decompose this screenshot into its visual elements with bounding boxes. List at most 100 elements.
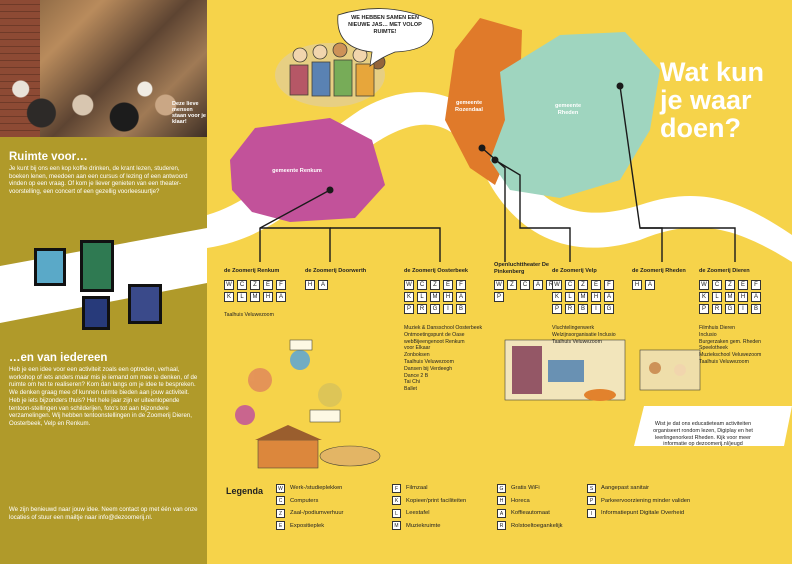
location-extra-item: Taalhuis Veluwezoom — [404, 358, 454, 365]
facility-icon: F — [604, 280, 614, 290]
region-label-rheden: gemeente Rheden — [554, 103, 582, 116]
facility-icon: I — [443, 304, 453, 314]
location-extra-item: Inclusio — [699, 331, 717, 338]
location-name: de Zoomerij Renkum — [224, 268, 280, 274]
facility-icon: B — [456, 304, 466, 314]
location-extra-item: Taalhuis Veluwezoom — [224, 312, 274, 318]
frame-1 — [34, 248, 66, 286]
location-extra-item: Welzijnsorganisatie Inclusio — [552, 331, 616, 338]
facility-icon: W — [224, 280, 234, 290]
ruimte-title: Ruimte voor… — [9, 151, 88, 163]
facility-icon: P — [699, 304, 709, 314]
facility-icon: L — [237, 292, 247, 302]
team-photo — [0, 0, 207, 137]
facility-icon: B — [578, 304, 588, 314]
people-group — [0, 57, 207, 137]
legend-label: Aangepast sanitair — [601, 485, 650, 492]
headline: Wat kun je waar doen? — [660, 57, 764, 143]
facility-icon: A — [533, 280, 543, 290]
legend-label: Zaal-/podiumverhuur — [290, 510, 344, 517]
iedereen-title: …en van iedereen — [9, 352, 108, 364]
facility-icon: A — [751, 292, 761, 302]
facility-icon: H — [738, 292, 748, 302]
edu-text: Wist je dat ons educatieteam activiteite… — [653, 421, 753, 448]
facility-icon: G — [725, 304, 735, 314]
facility-icon: Z — [578, 280, 588, 290]
facility-icon: C — [712, 280, 722, 290]
facility-icon: A — [456, 292, 466, 302]
people-illustration — [235, 339, 342, 425]
contact-text: We zijn benieuwd naar jouw idee. Neem co… — [9, 506, 198, 521]
facility-icon: F — [751, 280, 761, 290]
speech-bubble-text: WE HEBBEN SAMEN EEN NIEUWE JAS… MET VOLO… — [348, 15, 422, 35]
legend-label: Gratis WiFi — [511, 485, 540, 492]
left-sidebar: Deze lieve mensen staan voor je klaar! R… — [0, 0, 207, 564]
location-extra-item: Burgerzaken gem. Rheden — [699, 338, 761, 345]
location-extra-item: Muziekschool Veluwezoom — [699, 352, 762, 359]
facility-icon: L — [712, 292, 722, 302]
location-extra-item: Taalhuis Veluwezoom — [552, 338, 602, 345]
facility-icon: C — [520, 280, 530, 290]
facility-icon: C — [565, 280, 575, 290]
location-extra-item: Speelotheek — [699, 345, 728, 352]
facility-icon: C — [237, 280, 247, 290]
legend-icon: W — [276, 483, 285, 493]
edu-box-shape — [634, 406, 792, 446]
legend-label: Kopieer/print faciliteiten — [406, 497, 467, 504]
legend-icon: P — [587, 496, 596, 506]
facility-icon: R — [565, 304, 575, 314]
facility-icon: P — [494, 292, 504, 302]
region-renkum — [230, 118, 385, 222]
legend-item: P Parkeervoorziening minder validen — [587, 495, 690, 508]
location-extra-item: Ontmoetingspunt de Oase — [404, 331, 465, 338]
facility-icon: A — [276, 292, 286, 302]
facility-icon: K — [699, 292, 709, 302]
iedereen-text: Heb je een idee voor een activiteit zoal… — [9, 366, 198, 427]
location-extra-item: voor Elkaar — [404, 345, 431, 352]
legend-label: Koffieautomaat — [511, 510, 550, 517]
legend-icon: F — [392, 483, 401, 493]
location-name: de Zoomerij Rheden — [632, 268, 686, 274]
location-extra-item: Taalhuis Veluwezoom — [699, 358, 749, 365]
facility-icon: W — [552, 280, 562, 290]
location-extra-item: Ballet — [404, 386, 417, 393]
region-label-rozendaal: gemeente Rozendaal — [455, 100, 483, 113]
crowd-illustration — [275, 42, 386, 107]
facility-icon: G — [604, 304, 614, 314]
facility-icon: Z — [430, 280, 440, 290]
legend-label: Horeca — [511, 497, 530, 504]
facility-icon: G — [430, 304, 440, 314]
location-name: de Zoomerij Oosterbeek — [404, 268, 469, 274]
location-extra-item: Dance 2 B — [404, 372, 429, 379]
location-extra-item: webBijeengenoot Renkum — [404, 338, 465, 345]
facility-icon: Z — [725, 280, 735, 290]
legend-icon: M — [392, 521, 401, 531]
location-name: Openluchttheater De Pinkenberg — [494, 262, 550, 275]
facility-icon: P — [552, 304, 562, 314]
facility-icon: E — [443, 280, 453, 290]
facility-icon: H — [591, 292, 601, 302]
legend-label: Parkeervoorziening minder validen — [601, 497, 691, 504]
legend-label: Expositieplek — [290, 522, 325, 529]
facility-icon: M — [578, 292, 588, 302]
facility-icon: I — [738, 304, 748, 314]
facility-icon: A — [645, 280, 655, 290]
